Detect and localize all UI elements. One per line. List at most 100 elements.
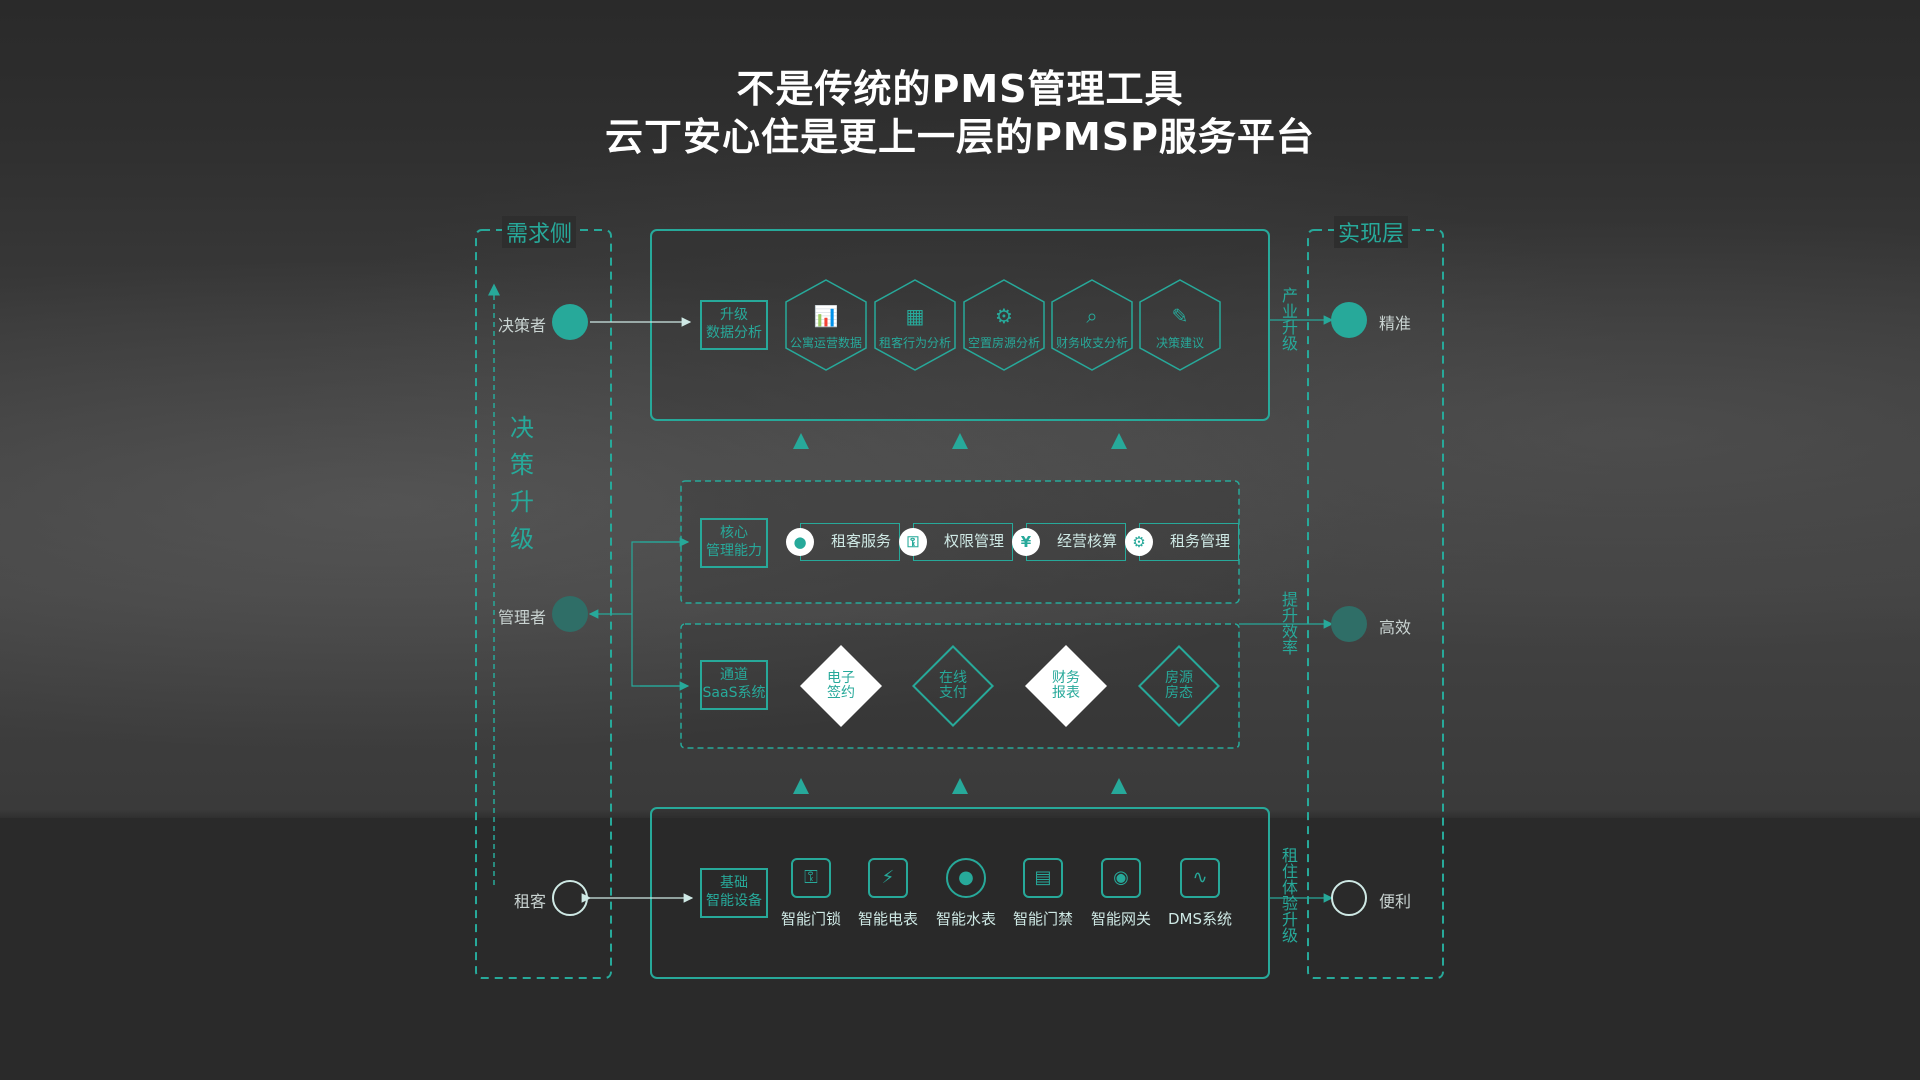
hex-item-label: 财务收支分析 xyxy=(1055,336,1128,350)
manager-dot xyxy=(552,596,588,632)
vertical-char: 升 xyxy=(1281,318,1298,337)
page-title-line-2: 云丁安心住是更上一层的PMSP服务平台 xyxy=(605,115,1315,159)
diamond-text-line: 签约 xyxy=(827,685,855,701)
diamond-text-line: 房态 xyxy=(1165,685,1193,701)
hexagon-group xyxy=(785,279,1221,371)
magnifier-chart-icon: ⌕ xyxy=(1086,304,1098,328)
device-dms-system: ∿ DMS系统 xyxy=(1162,858,1238,929)
vertical-char: 率 xyxy=(1281,638,1298,657)
efficiency-text: 提 升 效 率 xyxy=(1280,592,1300,656)
diamond-text-line: 电子 xyxy=(827,670,855,686)
device-label: DMS系统 xyxy=(1167,910,1232,928)
service-label: 租务管理 xyxy=(1170,532,1231,550)
service-accounting: ¥ 经营核算 xyxy=(1012,523,1127,561)
hex-item-label: 决策建议 xyxy=(1155,336,1204,350)
living-experience-text: 租 住 体 验 升 级 xyxy=(1280,848,1300,944)
vertical-char: 级 xyxy=(510,525,534,553)
diamond-text-line: 房源 xyxy=(1165,670,1193,686)
hexagon-1 xyxy=(785,279,867,371)
hex-item-label: 租客行为分析 xyxy=(878,336,951,350)
hexagon-3 xyxy=(963,279,1045,371)
hex-item-apartment-data: 📊 公寓运营数据 xyxy=(785,280,867,372)
background-room-photo xyxy=(0,120,1920,820)
hexagon-4 xyxy=(1051,279,1133,371)
decision-maker-label: 决策者 xyxy=(498,316,547,335)
vertical-char: 验 xyxy=(1281,894,1298,913)
service-label: 权限管理 xyxy=(944,532,1005,550)
label-line: 通道 xyxy=(720,667,748,683)
hexagon-5 xyxy=(1139,279,1221,371)
monitor-icon: ∿ xyxy=(1180,858,1220,898)
device-smart-lock: ⚿ 智能门锁 xyxy=(773,858,849,929)
service-label: 经营核算 xyxy=(1057,532,1118,550)
device-water-meter: ● 智能水表 xyxy=(928,858,1004,929)
vertical-char: 决 xyxy=(510,414,534,442)
service-permission: ⚿ 权限管理 xyxy=(899,523,1014,561)
vertical-char: 级 xyxy=(1281,334,1298,353)
vertical-char: 业 xyxy=(1281,302,1298,321)
diamond-text-line: 财务 xyxy=(1052,670,1080,686)
up-arrow xyxy=(1111,433,1127,449)
hex-item-tenant-behavior: ▦ 租客行为分析 xyxy=(874,280,956,372)
convenient-label: 便利 xyxy=(1379,892,1412,911)
manager-label: 管理者 xyxy=(498,608,547,627)
diamond-e-sign-text: 电子 签约 xyxy=(801,671,881,701)
device-label: 智能网关 xyxy=(1090,910,1151,928)
vertical-char: 级 xyxy=(1281,926,1298,945)
vertical-char: 产 xyxy=(1281,286,1298,305)
tenant-label: 租客 xyxy=(514,892,547,911)
smart-device-label: 基础 智能设备 xyxy=(700,868,768,918)
hex-item-label: 公寓运营数据 xyxy=(789,336,862,350)
implementation-panel xyxy=(1307,229,1444,979)
precise-label: 精准 xyxy=(1379,314,1412,333)
up-arrow xyxy=(952,778,968,794)
up-arrow xyxy=(793,778,809,794)
up-arrow xyxy=(793,433,809,449)
user-icon: ● xyxy=(786,528,814,556)
vertical-char: 策 xyxy=(510,451,534,479)
service-rental: ⚙ 租务管理 xyxy=(1125,523,1240,561)
diamond-text-line: 在线 xyxy=(939,670,967,686)
industry-upgrade-text: 产 业 升 级 xyxy=(1280,288,1300,352)
saas-channel-label: 通道 SaaS系统 xyxy=(700,660,768,710)
hex-item-finance-analysis: ⌕ 财务收支分析 xyxy=(1051,280,1133,372)
service-label: 租客服务 xyxy=(831,532,892,550)
vertical-char: 升 xyxy=(1281,606,1298,625)
hex-item-label: 空置房源分析 xyxy=(967,336,1040,350)
diamond-text-line: 支付 xyxy=(939,685,967,701)
up-arrow xyxy=(952,433,968,449)
manager-connector xyxy=(631,541,680,687)
tenant-dot xyxy=(552,880,588,916)
device-electric-meter: ⚡ 智能电表 xyxy=(850,858,926,929)
vertical-char: 体 xyxy=(1281,878,1298,897)
gear-person-icon: ⚙ xyxy=(995,304,1013,328)
top-block-frame xyxy=(650,229,1270,421)
label-line: 升级 xyxy=(720,307,748,323)
vertical-char: 租 xyxy=(1281,846,1298,865)
electric-meter-icon: ⚡ xyxy=(868,858,908,898)
up-arrow xyxy=(1111,778,1127,794)
precise-dot xyxy=(1331,302,1367,338)
service-tenant: ● 租客服务 xyxy=(786,523,901,561)
chart-board-icon: 📊 xyxy=(813,304,839,328)
vertical-char: 升 xyxy=(510,488,534,516)
label-line: 管理能力 xyxy=(706,543,762,559)
vertical-char: 住 xyxy=(1281,862,1298,881)
data-analysis-label: 升级 数据分析 xyxy=(700,300,768,350)
efficient-label: 高效 xyxy=(1379,618,1412,637)
diamond-online-pay-text: 在线 支付 xyxy=(913,671,993,701)
device-gateway: ◉ 智能网关 xyxy=(1083,858,1159,929)
yen-icon: ¥ xyxy=(1012,528,1040,556)
device-label: 智能水表 xyxy=(935,910,996,928)
label-line: 数据分析 xyxy=(706,325,762,341)
key-icon: ⚿ xyxy=(899,528,927,556)
hexagon-2 xyxy=(874,279,956,371)
core-management-label: 核心 管理能力 xyxy=(700,518,768,568)
device-label: 智能门锁 xyxy=(780,910,841,928)
water-meter-icon: ● xyxy=(946,858,986,898)
decision-upgrade-text: 决 策 升 级 xyxy=(507,410,537,558)
vertical-char: 升 xyxy=(1281,910,1298,929)
vertical-char: 提 xyxy=(1281,590,1298,609)
label-line: SaaS系统 xyxy=(702,685,766,701)
up-arrows-lower xyxy=(793,778,1127,794)
